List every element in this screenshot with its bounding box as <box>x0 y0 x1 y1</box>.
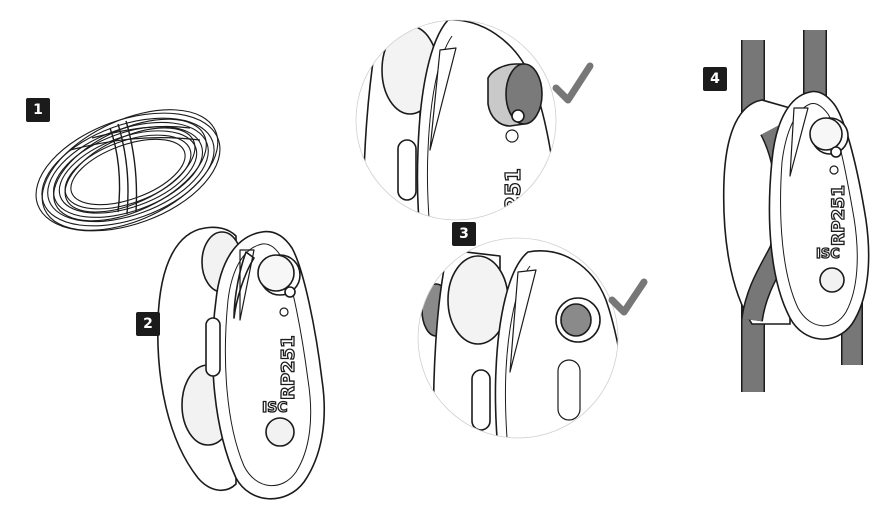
coiled-cord <box>35 109 221 232</box>
step-badge-3: 3 <box>452 222 476 246</box>
rigged-brand-marking: ISC <box>816 247 840 262</box>
rigged-model-marking: RP251 <box>829 185 849 246</box>
detail-pin-extended: 251 <box>356 20 556 220</box>
pulley-rigged: RP251 ISC <box>722 30 870 392</box>
step-badge-1: 1 <box>26 98 50 122</box>
detail-model-marking: 251 <box>501 168 525 210</box>
model-marking: RP251 <box>278 335 299 400</box>
brand-marking: ISC <box>262 400 288 416</box>
pulley-assembled <box>156 226 326 500</box>
checkmark-icon <box>552 62 594 104</box>
detail-pin-inserted <box>418 238 618 438</box>
checkmark-icon-2 <box>608 278 648 316</box>
step-badge-2: 2 <box>136 312 160 336</box>
step-badge-4: 4 <box>703 67 727 91</box>
